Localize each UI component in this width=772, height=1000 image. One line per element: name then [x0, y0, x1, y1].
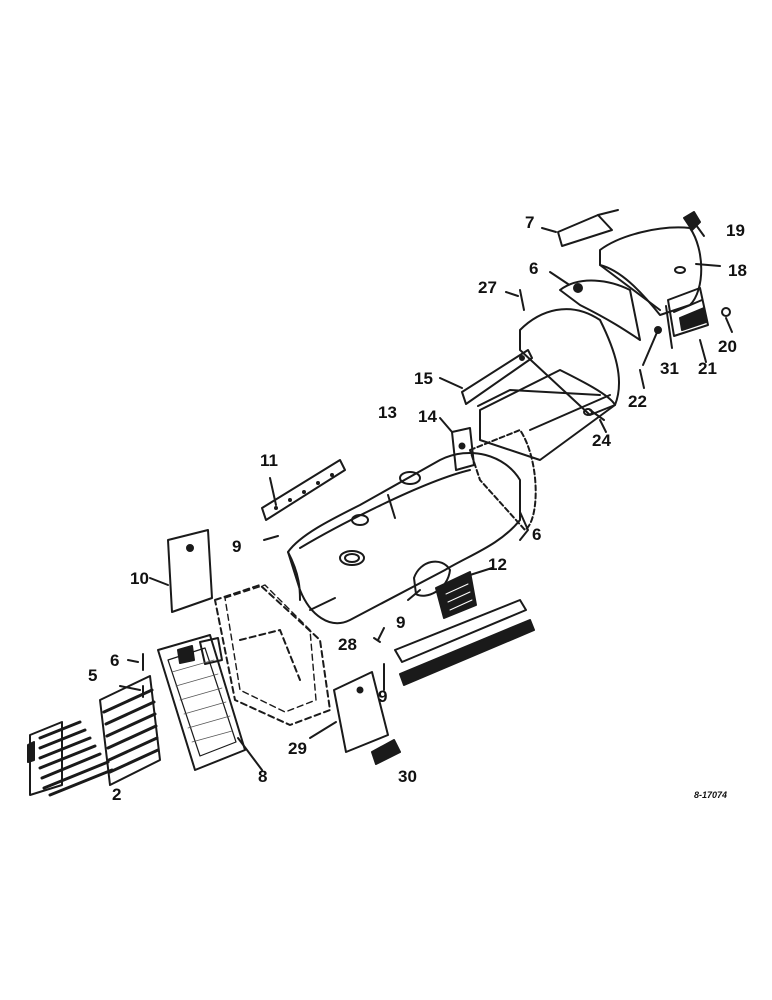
part-12-vent-grille — [413, 560, 493, 619]
part-24-rear-hood — [469, 308, 621, 531]
callout-28: 28 — [338, 635, 357, 654]
callout-31: 31 — [660, 359, 679, 378]
part-21-side-plate — [667, 287, 709, 363]
callout-6-top: 6 — [529, 259, 539, 278]
part-14-bracket — [439, 417, 475, 471]
part-28-clip — [373, 627, 385, 643]
part-6-clip-left — [127, 653, 144, 671]
part-8-screen-panel — [157, 634, 263, 771]
part-6-clip-right — [519, 511, 529, 541]
callout-6-left: 6 — [110, 651, 120, 670]
callout-22: 22 — [628, 392, 647, 411]
callout-19: 19 — [726, 221, 745, 240]
part-30-emblem — [371, 739, 401, 765]
callout-29: 29 — [288, 739, 307, 758]
callout-21: 21 — [698, 359, 717, 378]
part-31-pin — [665, 305, 673, 349]
callout-8: 8 — [258, 767, 268, 786]
callout-15: 15 — [414, 369, 433, 388]
part-side-strip-lower — [394, 599, 535, 686]
callout-18: 18 — [728, 261, 747, 280]
callout-10: 10 — [130, 569, 149, 588]
part-13-main-hood — [287, 451, 521, 625]
part-27-clip — [505, 289, 525, 311]
callout-14: 14 — [418, 407, 437, 426]
callout-2: 2 — [112, 785, 122, 804]
part-29-side-panel-right — [309, 671, 389, 753]
callout-30: 30 — [398, 767, 417, 786]
part-7-bracket — [541, 209, 619, 247]
part-5-bolt — [119, 685, 144, 698]
callout-12: 12 — [488, 555, 507, 574]
callout-27: 27 — [478, 278, 497, 297]
drawing-number: 8-17074 — [694, 790, 728, 800]
part-22-rod — [639, 326, 662, 389]
callout-9-center: 9 — [396, 613, 406, 632]
callout-9-left: 9 — [232, 537, 242, 556]
callout-9-lower: 9 — [378, 687, 388, 706]
part-6-top-ring — [549, 271, 641, 341]
callout-20: 20 — [718, 337, 737, 356]
radiator-shell — [214, 584, 331, 726]
part-9-screws — [263, 535, 421, 691]
callout-13: 13 — [378, 403, 397, 422]
part-11-hood-strip-left — [261, 459, 346, 521]
part-20-nut — [721, 307, 733, 333]
part-15-strip — [439, 349, 533, 405]
callout-11: 11 — [260, 451, 278, 470]
callout-24: 24 — [592, 431, 611, 450]
callout-6-right: 6 — [532, 525, 542, 544]
part-10-side-panel-left — [149, 529, 213, 613]
part-18-cowl — [599, 226, 721, 316]
part-19-fastener — [683, 211, 705, 237]
callout-7: 7 — [525, 213, 535, 232]
callout-5: 5 — [88, 666, 98, 685]
part-2-front-grille — [27, 675, 161, 797]
